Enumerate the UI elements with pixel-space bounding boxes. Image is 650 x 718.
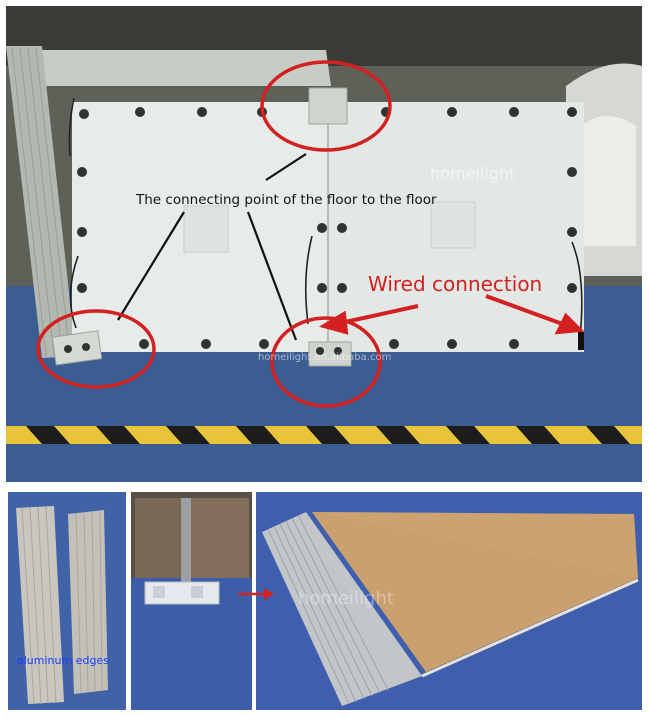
floor-panel-photo: homeilight: [256, 492, 642, 710]
main-photo: The connecting point of the floor to the…: [6, 6, 642, 482]
aluminum-edges-label: aluminum edges: [17, 654, 109, 667]
red-arrow-icon: [238, 588, 274, 600]
aluminum-edges-photo: [8, 492, 126, 710]
wired-connection-label: Wired connection: [368, 272, 543, 296]
connector-bracket-illustration: [131, 492, 252, 710]
watermark-center: homeilight: [430, 164, 516, 183]
led-floor-panels-illustration: [6, 6, 642, 482]
connector-photo: [131, 492, 252, 710]
aluminum-edges-illustration: [8, 492, 126, 710]
floor-watermark: homeilight: [298, 588, 394, 609]
floor-panel-illustration: [256, 492, 642, 710]
connection-point-caption: The connecting point of the floor to the…: [136, 192, 437, 208]
watermark-bottom: homeilight.en.alibaba.com: [258, 352, 392, 363]
